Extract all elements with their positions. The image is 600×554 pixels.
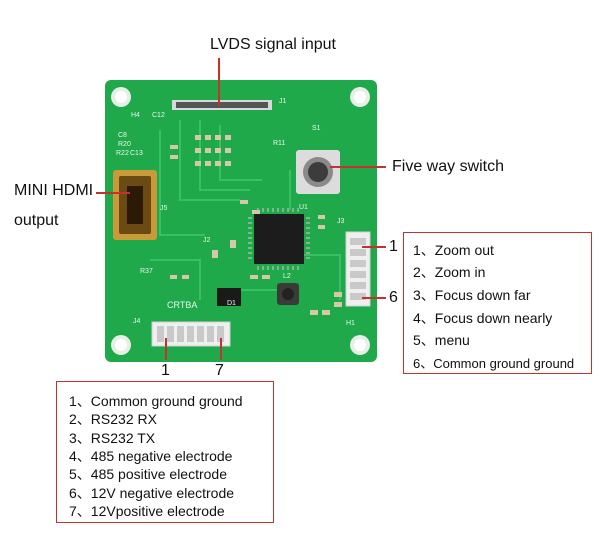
regulator-chip [217, 288, 241, 306]
j4-pin1-marker: 1 [161, 362, 170, 379]
silk-l2: L2 [283, 273, 291, 280]
j4-pin-row: 1、Common ground ground [69, 393, 243, 409]
j3-pin-row: 4、Focus down nearly [413, 310, 553, 326]
silk-c13: C13 [130, 150, 143, 157]
mounting-holes [111, 87, 370, 355]
hdmi-leader-line [96, 192, 130, 194]
silk-r20: R20 [118, 141, 131, 148]
five-way-leader-line [330, 166, 386, 168]
silk-j2: J2 [203, 237, 211, 244]
silk-c8: C8 [118, 132, 127, 139]
silk-s1: S1 [312, 125, 321, 132]
j3-pin1-leader [362, 246, 386, 248]
j4-pin7-leader [220, 338, 222, 360]
j3-pin-row: 6、Common ground ground [413, 356, 575, 371]
j4-pin-row: 7、12Vpositive electrode [69, 503, 225, 519]
chip-pins [248, 208, 310, 270]
j3-pin1-marker: 1 [389, 238, 398, 255]
lvds-leader-line [218, 58, 220, 106]
main-chip-u1 [254, 214, 304, 264]
silk-j4: J4 [133, 318, 141, 325]
silk-h1: H1 [346, 320, 355, 327]
hdmi-callout-label-1: MINI HDMI [14, 182, 94, 199]
j4-pin-row: 6、12V negative electrode [69, 485, 235, 501]
silk-r11: R11 [273, 140, 286, 147]
silk-r22: R22 [116, 150, 129, 157]
j4-pin-legend: 1、Common ground ground 2、RS232 RX 3、RS23… [56, 381, 274, 523]
j4-pin-row: 2、RS232 RX [69, 411, 157, 427]
j3-pin-row: 5、menu [413, 332, 470, 348]
silk-j3: J3 [337, 218, 345, 225]
five-way-callout-label: Five way switch [392, 158, 505, 175]
lvds-callout-label: LVDS signal input [210, 36, 336, 53]
silk-r37: R37 [140, 268, 153, 275]
j4-pin-row: 4、485 negative electrode [69, 448, 233, 464]
j3-pin-legend: 1、Zoom out 2、Zoom in 3、Focus down far 4、… [403, 232, 592, 374]
silk-j1: J1 [279, 98, 287, 105]
j3-pin6-marker: 6 [389, 289, 398, 306]
silk-h4: H4 [131, 112, 140, 119]
smd-pads [170, 135, 325, 279]
silk-c12: C12 [152, 112, 165, 119]
silk-crtba: CRTBA [167, 300, 198, 310]
j3-pin-row: 1、Zoom out [413, 242, 494, 258]
j4-pin1-leader [165, 338, 167, 360]
j3-pin-row: 2、Zoom in [413, 264, 486, 280]
j3-pin6-leader [362, 297, 386, 299]
silk-d1: D1 [227, 300, 236, 307]
hdmi-callout-label-2: output [14, 212, 59, 229]
silk-j5: J5 [160, 205, 168, 212]
silk-u1: U1 [299, 204, 308, 211]
j3-pin-row: 3、Focus down far [413, 287, 531, 303]
j4-pin7-marker: 7 [215, 362, 224, 379]
j4-pin-row: 3、RS232 TX [69, 430, 156, 446]
j4-pin-row: 5、485 positive electrode [69, 466, 227, 482]
